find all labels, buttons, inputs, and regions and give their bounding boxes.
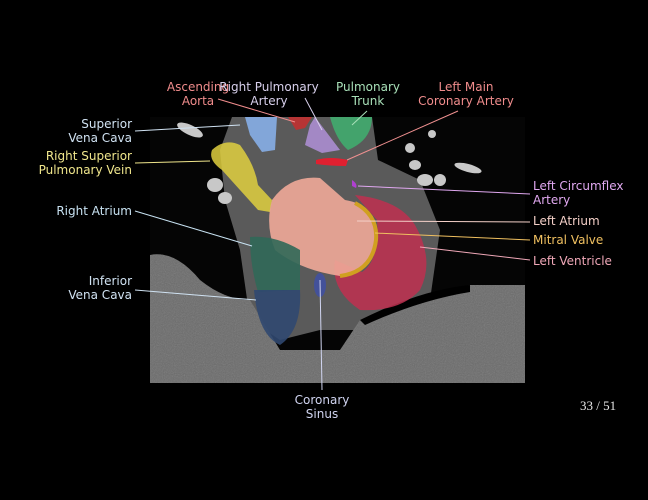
superior-vena-cava-region [245, 117, 277, 152]
label-left-atrium: Left Atrium [533, 214, 600, 228]
label-line: Sinus [305, 407, 339, 421]
label-line: Coronary [294, 393, 350, 407]
label-mitral-valve: Mitral Valve [533, 233, 604, 247]
label-line: Ascending [166, 80, 230, 94]
label-line: Right Pulmonary [219, 80, 319, 94]
inferior-vena-cava-region [254, 290, 301, 345]
right-superior-pulmonary-vein-region [211, 142, 272, 212]
pulmonary-vessels [177, 122, 482, 204]
label-left-ventricle: Left Ventricle [533, 254, 612, 268]
right-atrium-region [250, 236, 300, 292]
label-line: Pulmonary [336, 80, 400, 94]
label-line: Vena Cava [68, 288, 132, 302]
label-line: Pulmonary Vein [38, 163, 132, 177]
slice-counter: 33 / 51 [580, 398, 617, 413]
label-line: Inferior [88, 274, 132, 288]
mitral-valve-region [339, 201, 379, 278]
label-line: Artery [250, 94, 288, 108]
label-line: Left Circumflex [533, 179, 624, 193]
ascending-aorta-region [288, 117, 312, 130]
label-line: Superior [81, 117, 132, 131]
left-ventricle-region [334, 195, 427, 311]
leader-lines [134, 97, 531, 391]
label-line: Trunk [351, 94, 385, 108]
label-line: Left Main [438, 80, 494, 94]
right-pulmonary-artery-region [305, 117, 340, 153]
label-line: Vena Cava [68, 131, 132, 145]
label-line: Coronary Artery [418, 94, 514, 108]
label-line: Aorta [181, 94, 215, 108]
left-circumflex-artery-region [352, 180, 357, 188]
label-line: Artery [533, 193, 571, 207]
label-right-atrium: Right Atrium [56, 204, 132, 218]
left-main-coronary-artery-region [316, 158, 348, 166]
label-line: Right Superior [45, 149, 132, 163]
pulmonary-trunk-region [330, 117, 372, 150]
